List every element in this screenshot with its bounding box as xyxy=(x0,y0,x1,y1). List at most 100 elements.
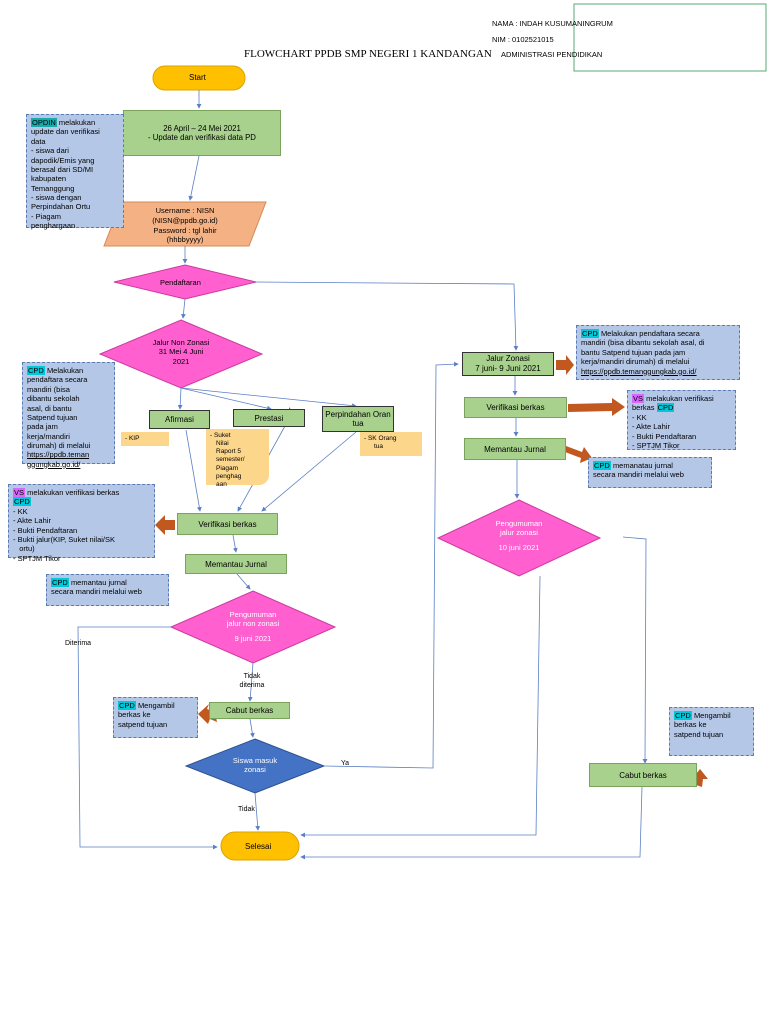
vs-tag: VS xyxy=(632,394,645,403)
peng-right-line-3: 10 juni 2021 xyxy=(498,542,540,552)
vs-verifikasi-note-left: VS melakukan verifikasi berkas CPD - KK … xyxy=(8,484,155,563)
vs-left-item: - Bukti Pendaftaran xyxy=(13,525,78,535)
opdin-tag: OPDIN xyxy=(31,118,57,127)
cpd-left-line: Satpend tujuan xyxy=(27,412,78,422)
connector-lines xyxy=(77,90,648,860)
vs-left-item: - Akte Lahir xyxy=(13,516,51,526)
cpd-ambil-left-line: satpend tujuan xyxy=(118,719,168,729)
cpd-jurnal-right-line: memanatau jurnal xyxy=(612,461,673,470)
ppdb-link[interactable]: ggungkab.go.id/ xyxy=(27,459,81,469)
jz-line-1: Jalur Zonasi xyxy=(486,354,530,364)
cpd-left-line: dibantu sekolah xyxy=(27,394,80,404)
cpd-jurnal-right-line: secara mandiri melalui web xyxy=(593,470,684,480)
vs-right-head: berkas xyxy=(632,403,655,413)
login-format: (hhbbyyyy) xyxy=(166,235,204,245)
suket-line: semester/ xyxy=(216,456,245,464)
peng-right-line-1: Pengumuman xyxy=(495,519,543,528)
vs-verifikasi-note-right: VS melakukan verifikasi berkas CPD - KK … xyxy=(627,390,736,450)
tidak-diterima-label: Tidak diterima xyxy=(232,672,272,690)
update-text: - Update dan verifikasi data PD xyxy=(148,133,256,142)
suket-line: - Suket xyxy=(210,432,231,439)
cpd-ambil-right-line: berkas ke xyxy=(674,720,707,730)
cpd-ambil-right-line: Mengambil xyxy=(693,711,731,720)
tidak-diterima-line-2: diterima xyxy=(239,682,265,690)
cpd-left-line: mandiri (bisa xyxy=(27,384,70,394)
start-label: Start xyxy=(189,73,206,82)
cpd-jurnal-note-left: CPD memantau jurnal secara mandiri melal… xyxy=(46,574,169,606)
jalur-zonasi-process: Jalur Zonasi 7 juni- 9 Juni 2021 xyxy=(462,352,554,376)
jalur-non-zonasi-label: Jalur Non Zonasi 31 Mei 4 Juni 2021 xyxy=(136,338,226,366)
opdin-line: - Piagam xyxy=(31,211,62,221)
suket-line: penghag xyxy=(216,472,242,480)
cpd-tag: CPD xyxy=(51,578,69,587)
suket-line: Nilai xyxy=(216,440,229,448)
cpd-left-line: asal, di bantu xyxy=(27,403,72,413)
opdin-line: kabupaten xyxy=(31,174,67,184)
flowchart-title: FLOWCHART PPDB SMP NEGERI 1 KANDANGAN xyxy=(244,48,492,60)
cpd-tag: CPD xyxy=(581,329,599,338)
jnz-line-3: 2021 xyxy=(172,356,190,366)
prestasi-process: Prestasi xyxy=(233,409,305,427)
opdin-line: penghargaan xyxy=(31,221,76,231)
cpd-right-line: kerja/mandiri dirumah) di melalui xyxy=(581,357,690,367)
jnz-line-2: 31 Mei 4 Juni xyxy=(158,347,204,357)
cpd-tag: CPD xyxy=(656,403,675,413)
cpd-jurnal-left-line: memantau jurnal xyxy=(70,578,127,587)
suket-line: aan xyxy=(216,480,227,488)
ppdb-link[interactable]: https://ppdb.teman xyxy=(27,450,90,460)
vs-left-item: - SPTJM Tikor xyxy=(13,553,61,563)
opdin-line: data xyxy=(31,136,46,146)
suket-line: Raport 5 xyxy=(216,448,241,456)
vs-right-item: - Bukti Pendaftaran xyxy=(632,431,697,441)
cpd-pendaftaran-note-right: CPD Melakukan pendaftara secara mandiri … xyxy=(576,325,740,380)
pengumuman-zonasi-diamond xyxy=(436,499,602,577)
cpd-jurnal-note-right: CPD memanatau jurnal secara mandiri mela… xyxy=(588,457,712,488)
sk-line: tua xyxy=(374,443,384,451)
login-parallelogram xyxy=(103,201,267,247)
siswa-line-2: zonasi xyxy=(244,765,266,775)
cpd-pendaftaran-note-left: CPD Melakukan pendaftara secara mandiri … xyxy=(22,362,115,469)
sk-orang-tua-note: - SK Orang tua xyxy=(360,432,422,456)
cpd-left-line: pada jam xyxy=(27,422,58,432)
opdin-line: dapodik/Emis yang xyxy=(31,155,95,165)
cabut-berkas-right: Cabut berkas xyxy=(589,763,697,787)
cpd-left-line: Melakukan xyxy=(46,366,84,375)
opdin-line: Perpindahan Ortu xyxy=(31,202,91,212)
opdin-note: OPDIN melakukan update dan verifikasi da… xyxy=(26,114,124,231)
verifikasi-berkas-left: Verifikasi berkas xyxy=(177,513,278,535)
login-password: Password : tgl lahir xyxy=(153,225,217,235)
afirmasi-process: Afirmasi xyxy=(149,410,210,429)
perpindahan-process: Perpindahan Oran tua xyxy=(322,406,394,432)
peng-left-line-3: 9 juni 2021 xyxy=(234,633,272,643)
update-date: 26 April – 24 Mei 2021 xyxy=(163,124,241,133)
cpd-right-line: Melakukan pendaftara secara xyxy=(600,329,700,338)
author-name: NAMA : INDAH KUSUMANINGRUM xyxy=(492,19,613,28)
cpd-ambil-note-right: CPD Mengambil berkas ke satpend tujuan xyxy=(669,707,754,756)
diterima-label: Diterima xyxy=(65,640,92,647)
login-email: (NISN@ppdb.go.id) xyxy=(152,215,218,225)
jnz-line-1: Jalur Non Zonasi xyxy=(152,338,210,347)
ppdb-link[interactable]: https://ppdb.temanggungkab.go.id/ xyxy=(581,366,697,376)
vs-right-item: - KK xyxy=(632,412,647,422)
author-nim: NIM : 0102521015 xyxy=(492,35,554,44)
cpd-tag: CPD xyxy=(27,366,45,375)
cpd-right-line: bantu Satpend tujuan pada jam xyxy=(581,347,686,357)
cpd-tag: CPD xyxy=(674,711,692,720)
pengumuman-non-zonasi-label: Pengumuman jalur non zonasi 9 juni 2021 xyxy=(203,610,303,643)
cpd-tag: CPD xyxy=(13,497,31,507)
vs-right-head: melakukan verifikasi xyxy=(646,394,714,403)
suket-note: - Suket Nilai Raport 5 semester/ Piagam … xyxy=(206,429,269,488)
selesai-terminal xyxy=(220,831,300,861)
peng-left-line-1: Pengumuman xyxy=(229,610,277,619)
vs-left-head: melakukan verifikasi berkas xyxy=(27,488,120,497)
author-prodi: ADMINISTRASI PENDIDIKAN xyxy=(501,50,603,59)
tidak-diterima-line-1: Tidak xyxy=(243,673,261,680)
verifikasi-berkas-right: Verifikasi berkas xyxy=(464,397,567,418)
siswa-line-1: Siswa masuk xyxy=(232,756,278,765)
cpd-ambil-note-left: CPD Mengambil berkas ke satpend tujuan xyxy=(113,697,198,738)
suket-line: Piagam xyxy=(216,464,239,472)
opdin-line: update dan verifikasi xyxy=(31,127,100,137)
vs-left-item: ortu) xyxy=(13,544,35,554)
cpd-left-line: kerja/mandiri xyxy=(27,431,70,441)
